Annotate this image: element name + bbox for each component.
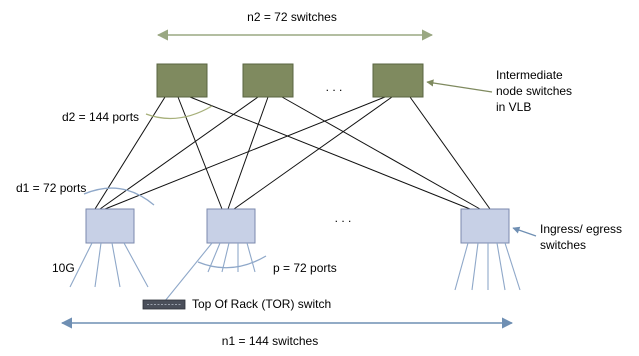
d1-label: d1 = 72 ports <box>16 181 86 195</box>
ingress-ellipsis: . . . <box>335 211 352 225</box>
intermediate-switch-1 <box>156 63 208 98</box>
d2-port-arc <box>145 105 213 120</box>
switch-links <box>94 96 491 210</box>
n1-label: n1 = 144 switches <box>222 334 318 348</box>
intermediate-switch-2 <box>242 63 294 98</box>
ingress-switch-1 <box>85 208 135 244</box>
intermediate-ellipsis: . . . <box>326 80 343 94</box>
intermediate-label-line1: Intermediate <box>496 68 563 82</box>
p-label: p = 72 ports <box>273 261 337 275</box>
intermediate-label-line2: node switches <box>496 84 572 98</box>
intermediate-switch-n <box>372 63 424 98</box>
ingress-switch-n <box>460 208 510 244</box>
ingress-pointer-arrow <box>512 226 537 237</box>
tor-label: Top Of Rack (TOR) switch <box>192 297 331 311</box>
n2-label: n2 = 72 switches <box>247 10 337 24</box>
d2-label: d2 = 144 ports <box>62 110 139 124</box>
ten-g-label: 10G <box>52 261 75 275</box>
ingress-switch-2 <box>206 208 256 244</box>
intermediate-label-line3: in VLB <box>496 100 531 114</box>
ingress-label-line1: Ingress/ egress <box>540 222 622 236</box>
p-port-arc <box>197 255 267 269</box>
downlinks-switch-1 <box>69 242 149 288</box>
downlinks-switch-n <box>454 242 521 291</box>
d1-port-arc <box>83 187 155 206</box>
intermediate-pointer-arrow <box>426 79 493 93</box>
downlinks-switch-2 <box>164 242 256 302</box>
tor-switch <box>142 299 186 310</box>
ingress-label-line2: switches <box>540 238 586 252</box>
